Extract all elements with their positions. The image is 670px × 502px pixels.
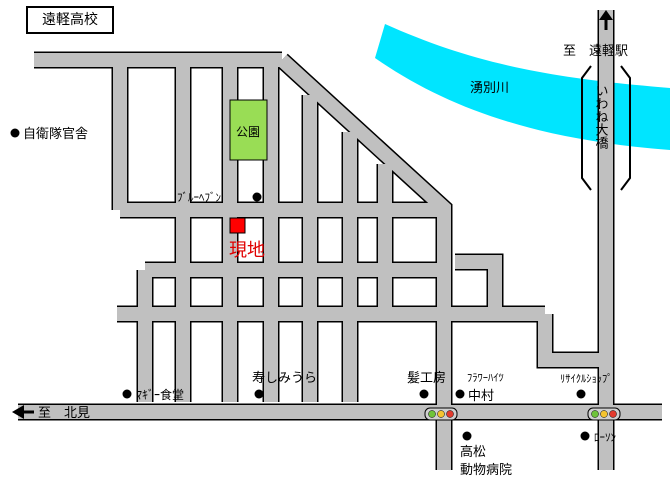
hair-salon-label: 髪工房	[407, 370, 446, 386]
site-label: 現地	[229, 240, 265, 261]
bridge-label: いわね大橋	[593, 84, 609, 150]
to-station-label: 至 遠軽駅	[563, 44, 628, 59]
takamatsu-label-2: 動物病院	[460, 463, 512, 478]
nakamura-label: 中村	[468, 389, 494, 404]
to-kitami-label: 至 北見	[38, 406, 90, 421]
park	[229, 99, 268, 161]
traffic-signal-icon	[424, 407, 458, 421]
river	[375, 24, 670, 150]
flower-label: ﾌﾗﾜｰﾊｲﾂ	[467, 372, 504, 384]
recycle-label: ﾘｻｲｸﾙｼｮｯﾌﾟ	[560, 373, 613, 385]
jieitai-label: 自衛隊官舎	[23, 126, 88, 142]
maggie-label: ﾏｷﾞｰ食堂	[136, 387, 184, 402]
blue-heaven-label: ﾌﾞﾙｰﾍﾌﾞﾝ	[177, 191, 221, 204]
map-title: 遠軽高校	[26, 6, 114, 34]
bridge-markers	[581, 65, 631, 191]
roads-fill	[18, 10, 662, 470]
site-marker	[229, 217, 246, 234]
traffic-signal-icon	[587, 407, 621, 421]
park-label: 公園	[236, 125, 260, 139]
arrow-up-icon	[599, 10, 613, 30]
takamatsu-label-1: 高松	[460, 444, 486, 460]
lawson-label: ﾛｰｿﾝ	[594, 431, 616, 444]
arrow-left-icon	[12, 405, 34, 419]
location-dot-icon	[10, 128, 590, 441]
kotobuki-label: 寿しみうら	[252, 371, 317, 386]
river-label: 湧別川	[470, 80, 509, 96]
